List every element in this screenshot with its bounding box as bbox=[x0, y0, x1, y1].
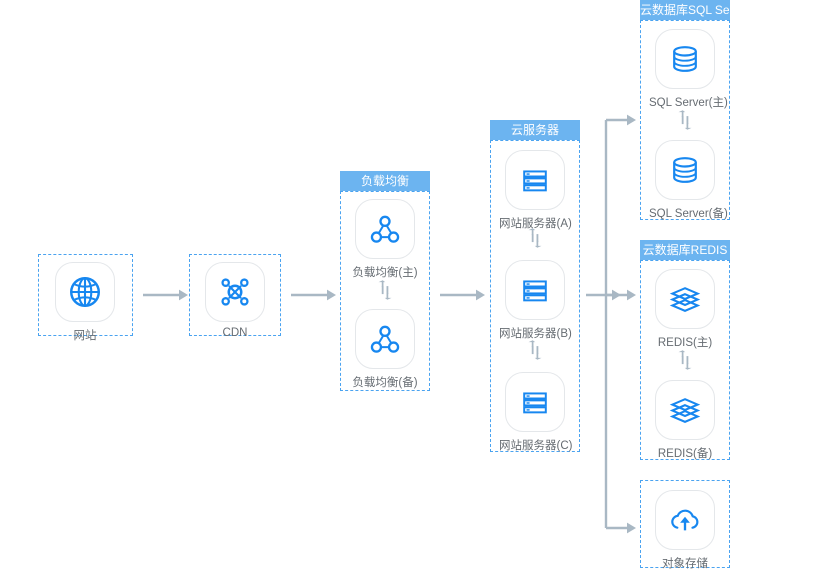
object-storage-card bbox=[655, 490, 715, 550]
group-website bbox=[38, 254, 133, 336]
node-object-storage[interactable]: 对象存储 bbox=[649, 490, 721, 571]
node-redis-backup[interactable]: REDIS(备) bbox=[649, 380, 721, 461]
group-header-load-balancer: 负载均衡 bbox=[340, 171, 430, 191]
node-label: 网站服务器(A) bbox=[499, 218, 572, 230]
node-redis-primary[interactable]: REDIS(主) bbox=[649, 269, 721, 350]
node-web-server-a[interactable]: 网站服务器(A) bbox=[499, 150, 572, 231]
redis-primary-card bbox=[655, 269, 715, 329]
node-label: SQL Server(备) bbox=[649, 208, 728, 220]
sync-bidirectional-icon-redis bbox=[678, 350, 692, 370]
node-label: 负载均衡(备) bbox=[352, 377, 418, 389]
server-rack-icon bbox=[523, 280, 547, 302]
group-sqlserver bbox=[640, 20, 730, 220]
server-rack-icon bbox=[523, 392, 547, 414]
web-server-a-card bbox=[505, 150, 565, 210]
group-load-balancer bbox=[340, 191, 430, 391]
load-balancer-icon bbox=[370, 325, 400, 353]
group-cloud-server bbox=[490, 140, 580, 452]
group-redis bbox=[640, 260, 730, 460]
sync-bidirectional-icon-ecs-ab bbox=[528, 228, 542, 248]
sync-bidirectional-icon-sqlserver bbox=[678, 110, 692, 130]
web-server-b-card bbox=[505, 260, 565, 320]
node-slb-primary[interactable]: 负载均衡(主) bbox=[349, 199, 421, 280]
server-rack-icon bbox=[523, 170, 547, 192]
redis-layers-icon bbox=[669, 287, 701, 313]
node-slb-backup[interactable]: 负载均衡(备) bbox=[349, 309, 421, 390]
group-header-sqlserver: 云数据库SQL Server bbox=[640, 0, 750, 20]
group-cdn bbox=[189, 254, 281, 336]
slb-backup-card bbox=[355, 309, 415, 369]
node-label: 负载均衡(主) bbox=[352, 267, 418, 279]
cdn-card bbox=[205, 262, 265, 322]
cloud-upload-icon bbox=[671, 509, 699, 531]
node-web-server-c[interactable]: 网站服务器(C) bbox=[499, 372, 573, 453]
node-label: 网站 bbox=[73, 330, 97, 342]
node-label: REDIS(备) bbox=[657, 448, 713, 460]
redis-backup-card bbox=[655, 380, 715, 440]
sqlserver-primary-card bbox=[655, 29, 715, 89]
sqlserver-backup-card bbox=[655, 140, 715, 200]
sync-bidirectional-icon-slb bbox=[378, 280, 392, 300]
web-server-c-card bbox=[505, 372, 565, 432]
slb-primary-card bbox=[355, 199, 415, 259]
node-label: SQL Server(主) bbox=[649, 97, 728, 109]
group-header-redis: 云数据库REDIS bbox=[640, 240, 730, 260]
node-sqlserver-primary[interactable]: SQL Server(主) bbox=[649, 29, 728, 110]
connector-website-to-cdn bbox=[143, 289, 188, 301]
database-cylinder-icon bbox=[673, 157, 697, 183]
node-label: REDIS(主) bbox=[657, 337, 713, 349]
node-sqlserver-backup[interactable]: SQL Server(备) bbox=[649, 140, 728, 221]
node-label: CDN bbox=[222, 327, 248, 339]
connector-slb-to-ecs bbox=[440, 289, 485, 301]
website-card bbox=[55, 262, 115, 322]
node-web-server-b[interactable]: 网站服务器(B) bbox=[499, 260, 572, 341]
load-balancer-icon bbox=[370, 215, 400, 243]
sync-bidirectional-icon-ecs-bc bbox=[528, 340, 542, 360]
connector-branch-trunk bbox=[604, 114, 636, 534]
redis-layers-icon bbox=[669, 398, 701, 424]
globe-icon bbox=[69, 276, 101, 308]
group-object-storage bbox=[640, 480, 730, 568]
group-header-cloud-server: 云服务器 bbox=[490, 120, 580, 140]
connector-branch-to-redis bbox=[606, 289, 636, 301]
node-label: 网站服务器(C) bbox=[499, 440, 573, 452]
cdn-network-icon bbox=[221, 278, 249, 306]
node-website[interactable]: 网站 bbox=[49, 262, 121, 343]
node-cdn[interactable]: CDN bbox=[199, 262, 271, 339]
node-label: 网站服务器(B) bbox=[499, 328, 572, 340]
node-label: 对象存储 bbox=[662, 558, 708, 570]
database-cylinder-icon bbox=[673, 46, 697, 72]
connector-cdn-to-slb bbox=[291, 289, 336, 301]
